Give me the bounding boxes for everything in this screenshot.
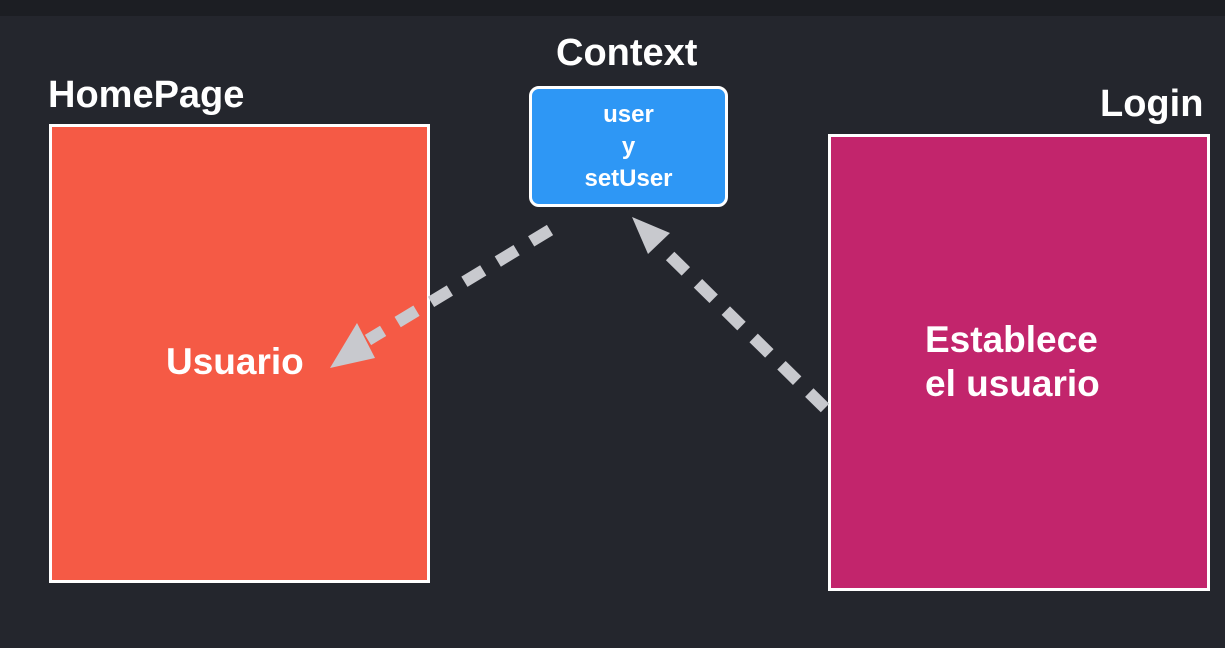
context-box: user y setUser xyxy=(529,86,728,207)
context-title: Context xyxy=(556,32,698,74)
login-panel xyxy=(828,134,1210,591)
context-line-y: y xyxy=(621,132,636,160)
context-line-setuser: setUser xyxy=(584,164,673,192)
homepage-title: HomePage xyxy=(48,74,245,116)
top-strip xyxy=(0,0,1225,16)
login-to-context-arrow-head xyxy=(632,217,670,254)
login-panel-line1: Establece xyxy=(925,319,1098,360)
login-to-context-arrow xyxy=(632,217,830,413)
login-panel-text: Establece el usuario xyxy=(925,318,1100,406)
homepage-panel-text: Usuario xyxy=(166,341,304,382)
login-panel-line2: el usuario xyxy=(925,363,1100,404)
login-to-context-arrow-shaft xyxy=(657,243,830,413)
context-to-homepage-arrow-head xyxy=(330,323,375,368)
context-line-user: user xyxy=(603,100,654,128)
context-to-homepage-arrow xyxy=(330,224,554,368)
login-title: Login xyxy=(1100,83,1204,125)
context-to-homepage-arrow-shaft xyxy=(364,224,554,346)
